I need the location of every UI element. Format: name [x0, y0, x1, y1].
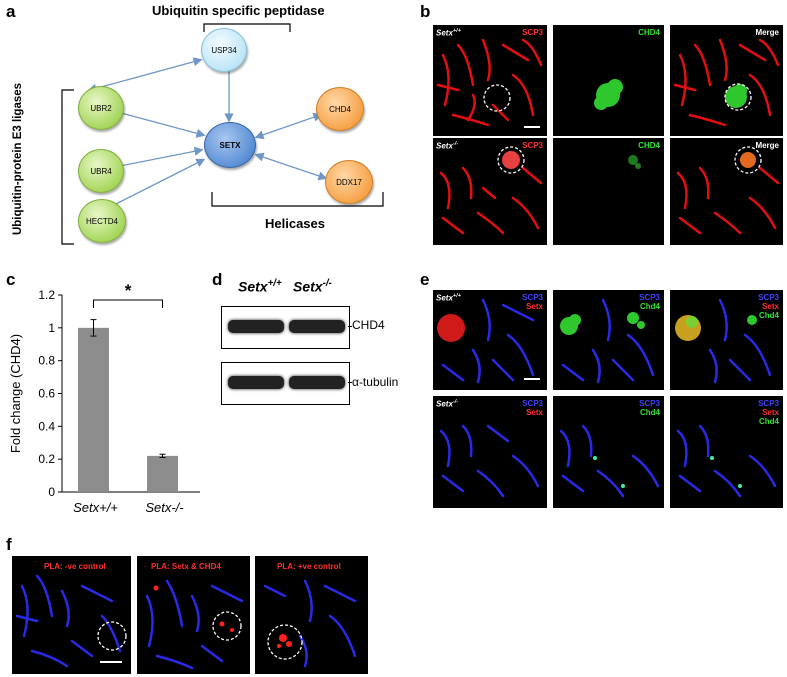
node-hectd4: HECTD4 — [78, 199, 126, 243]
panel-e-ko-chd4-image: SCP3 Chd4 — [553, 396, 664, 508]
panel-e-genotype-ko: Setx-/- — [436, 399, 459, 409]
panel-e-wt-chd4-image: SCP3 Chd4 — [553, 290, 664, 390]
panel-e-label-setx-ko: Setx — [526, 408, 543, 417]
panel-b-label-merge: Merge — [755, 28, 779, 37]
panel-b-genotype-ko: Setx-/- — [436, 141, 459, 151]
panel-e-label-chd4-ko: Chd4 — [640, 408, 660, 417]
panel-b-genotype-wt: Setx+/+ — [436, 28, 461, 38]
panel-b-label-merge-ko: Merge — [755, 141, 779, 150]
panel-b-ko-scp3-image: Setx-/- SCP3 — [433, 138, 547, 245]
panel-e-label-scp3-ko: SCP3 — [522, 399, 543, 408]
panel-e-letter: e — [420, 270, 430, 289]
y-tick-label: 1.2 — [38, 288, 55, 302]
node-ubr2: UBR2 — [78, 86, 124, 130]
panel-d-label-wt: Setx+/+ — [238, 278, 282, 295]
panel-a-network-svg — [61, 23, 384, 245]
panel-d-letter: d — [212, 270, 223, 289]
y-axis-label: Fold change (CHD4) — [8, 334, 23, 453]
panel-b-label-scp3-ko: SCP3 — [522, 141, 543, 150]
panel-e-label-scp3-2: SCP3 — [639, 293, 660, 302]
panel-b-label-chd4: CHD4 — [638, 28, 660, 37]
panel-b-wt-merge-image: Merge — [670, 25, 783, 136]
panel-f-letter: f — [6, 535, 12, 554]
panel-a-title-helicases: Helicases — [265, 216, 325, 231]
significance-star: * — [125, 281, 132, 300]
panel-f-neg-control-image: PLA: -ve control — [12, 556, 131, 674]
panel-e-label-scp3: SCP3 — [522, 293, 543, 302]
y-tick-label: 0 — [48, 485, 55, 499]
panel-e-wt-merge-image: SCP3 Setx Chd4 — [670, 290, 783, 390]
panel-d-blot-chd4 — [221, 306, 350, 349]
bar-ko — [147, 455, 178, 492]
panel-b-ko-merge-image: Merge — [670, 138, 783, 245]
panel-e-label-scp3-3: SCP3 — [758, 293, 779, 302]
panel-e-scale-bar — [524, 378, 540, 380]
y-tick-label: 0.6 — [38, 387, 55, 401]
panel-d-blot-tubulin — [221, 362, 350, 405]
panel-d-tick-chd4 — [348, 326, 352, 327]
panel-a-letter: a — [6, 2, 16, 21]
panel-b-letter: b — [420, 2, 431, 21]
panel-f-setx-chd4-image: PLA: Setx & CHD4 — [137, 556, 250, 674]
panel-e-ko-setx-image: Setx-/- SCP3 Setx — [433, 396, 547, 508]
panel-b-wt-chd4-image: CHD4 — [553, 25, 664, 136]
node-ubr4: UBR4 — [78, 149, 124, 193]
node-setx: SETX — [204, 122, 256, 168]
y-tick-label: 1 — [48, 321, 55, 335]
panel-d-band-tubulin: α-tubulin — [352, 375, 399, 389]
panel-e-label-setx-2: Setx — [762, 302, 779, 311]
panel-b-scale-bar — [524, 126, 540, 128]
panel-b-label-scp3: SCP3 — [522, 28, 543, 37]
y-tick-label: 0.2 — [38, 452, 55, 466]
panel-f-pos-control-image: PLA: +ve control — [255, 556, 368, 674]
node-ddx17: DDX17 — [325, 160, 373, 204]
significance-bracket — [93, 299, 163, 308]
panel-c-letter: c — [6, 270, 16, 289]
panel-b-wt-scp3-image: Setx+/+ SCP3 — [433, 25, 547, 136]
x-tick-label: Setx-/- — [145, 500, 184, 515]
panel-e-label-scp3-ko2: SCP3 — [639, 399, 660, 408]
panel-b-ko-chd4-image: CHD4 — [553, 138, 664, 245]
panel-f-label-mid: PLA: Setx & CHD4 — [151, 562, 221, 571]
panel-f-label-pos: PLA: +ve control — [277, 562, 341, 571]
panel-f-scale-bar — [100, 661, 122, 663]
bar-wt — [78, 327, 109, 492]
x-tick-label: Setx+/+ — [73, 500, 118, 515]
panel-e-label-chd4: Chd4 — [640, 302, 660, 311]
panel-e-genotype-wt: Setx+/+ — [436, 293, 461, 303]
panel-e-wt-setx-image: Setx+/+ SCP3 Setx — [433, 290, 547, 390]
panel-d-label-ko: Setx-/- — [293, 278, 332, 295]
panel-e-label-chd4-ko2: Chd4 — [759, 417, 779, 426]
y-tick-label: 0.4 — [38, 419, 55, 433]
panel-e-ko-merge-image: SCP3 Setx Chd4 — [670, 396, 783, 508]
panel-e-label-scp3-ko3: SCP3 — [758, 399, 779, 408]
panel-d-tick-tubulin — [348, 382, 352, 383]
node-usp34: USP34 — [201, 28, 247, 72]
y-tick-label: 0.8 — [38, 354, 55, 368]
panel-d-band-chd4: CHD4 — [352, 318, 385, 332]
panel-a-title-usp: Ubiquitin specific peptidase — [152, 3, 325, 18]
panel-e-label-setx-ko2: Setx — [762, 408, 779, 417]
panel-f-label-neg: PLA: -ve control — [44, 562, 106, 571]
node-chd4: CHD4 — [316, 87, 364, 131]
panel-b-label-chd4-ko: CHD4 — [638, 141, 660, 150]
panel-e-label-setx: Setx — [526, 302, 543, 311]
panel-e-label-chd4-2: Chd4 — [759, 311, 779, 320]
